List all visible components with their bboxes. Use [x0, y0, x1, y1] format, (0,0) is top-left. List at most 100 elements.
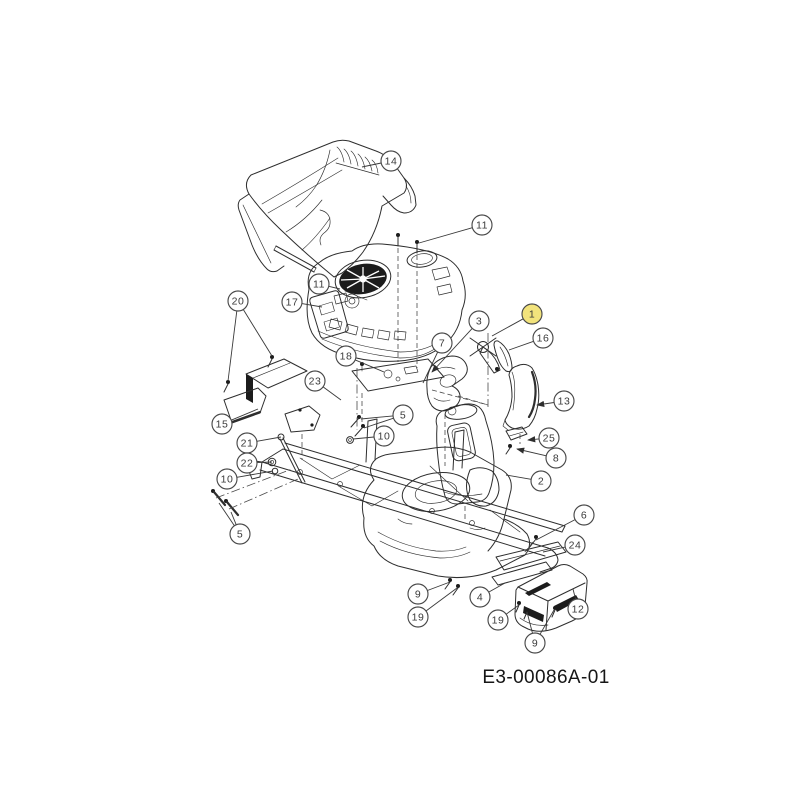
svg-text:11: 11	[313, 279, 325, 291]
svg-text:19: 19	[492, 615, 505, 627]
svg-text:11: 11	[476, 220, 488, 232]
svg-text:6: 6	[581, 510, 587, 522]
svg-text:15: 15	[216, 419, 229, 431]
callout-16[interactable]: 16	[532, 327, 554, 349]
svg-text:14: 14	[385, 156, 398, 168]
construction-lines	[215, 248, 534, 554]
leader-line-25	[527, 436, 540, 443]
leader-line-10	[236, 470, 274, 478]
leader-line-3	[431, 328, 473, 373]
side-panel-part	[502, 363, 540, 431]
callout-9[interactable]: 9	[407, 583, 429, 605]
mount-plate-small	[505, 426, 528, 455]
callout-1[interactable]: 1	[521, 303, 543, 325]
leader-line-20	[242, 309, 273, 357]
callout-22[interactable]: 22	[236, 452, 258, 474]
svg-text:7: 7	[439, 338, 445, 350]
leader-lines	[218, 162, 577, 635]
svg-text:16: 16	[537, 333, 550, 345]
leader-line-12	[572, 588, 577, 600]
callout-10[interactable]: 10	[373, 425, 395, 447]
callout-21[interactable]: 21	[236, 432, 258, 454]
callout-25[interactable]: 25	[538, 427, 560, 449]
svg-text:9: 9	[532, 638, 538, 650]
leader-line-19	[505, 604, 520, 615]
callout-2[interactable]: 2	[530, 470, 552, 492]
svg-text:4: 4	[477, 592, 483, 604]
callout-17[interactable]: 17	[281, 291, 303, 313]
callout-15[interactable]: 15	[211, 413, 233, 435]
svg-text:18: 18	[340, 351, 353, 363]
svg-text:5: 5	[237, 529, 243, 541]
callout-5[interactable]: 5	[392, 404, 414, 426]
callout-4[interactable]: 4	[469, 586, 491, 608]
callout-7[interactable]: 7	[431, 332, 453, 354]
leader-line-5	[218, 502, 235, 526]
svg-text:22: 22	[241, 458, 254, 470]
callout-3[interactable]: 3	[468, 310, 490, 332]
callout-6[interactable]: 6	[573, 504, 595, 526]
leader-line-21	[256, 436, 282, 442]
callout-11[interactable]: 11	[308, 273, 330, 295]
callout-24[interactable]: 24	[564, 534, 586, 556]
leader-line-17	[301, 303, 323, 308]
callout-23[interactable]: 23	[304, 370, 326, 392]
svg-text:8: 8	[553, 453, 559, 465]
small-plate	[284, 405, 321, 433]
svg-text:21: 21	[241, 438, 254, 450]
svg-text:12: 12	[572, 604, 585, 616]
svg-text:25: 25	[543, 433, 556, 445]
svg-text:17: 17	[286, 297, 299, 309]
console-part	[426, 355, 468, 412]
callout-11[interactable]: 11	[471, 214, 493, 236]
leader-line-15	[231, 408, 259, 421]
leader-line-16	[508, 340, 534, 351]
leader-line-9	[539, 609, 555, 635]
fender-platform	[361, 446, 531, 578]
leader-line-9	[427, 581, 451, 591]
svg-text:23: 23	[309, 376, 322, 388]
callout-12[interactable]: 12	[567, 598, 589, 620]
callout-9[interactable]: 9	[524, 632, 546, 654]
svg-text:5: 5	[400, 410, 406, 422]
leader-line-10	[352, 436, 375, 440]
leader-line-24	[542, 546, 566, 553]
engine-bracket-plate	[351, 358, 445, 392]
callout-10[interactable]: 10	[216, 468, 238, 490]
hood-part	[237, 139, 417, 278]
callout-18[interactable]: 18	[335, 345, 357, 367]
leader-line-22	[256, 461, 273, 464]
callout-5[interactable]: 5	[229, 523, 251, 545]
callout-19[interactable]: 19	[407, 606, 429, 628]
support-rod	[273, 245, 317, 273]
leader-line-14	[361, 162, 382, 168]
heat-shield-parts	[223, 355, 308, 424]
leader-line-7	[422, 351, 439, 384]
leader-line-8	[516, 447, 547, 457]
callout-8[interactable]: 8	[545, 447, 567, 469]
svg-text:24: 24	[569, 540, 582, 552]
callout-20[interactable]: 20	[227, 290, 249, 312]
drawing-number: E3-00086A-01	[482, 667, 609, 688]
svg-text:13: 13	[558, 396, 571, 408]
svg-text:3: 3	[476, 316, 482, 328]
lever-bracket-parts	[469, 337, 513, 374]
leader-line-6	[535, 519, 576, 541]
callout-13[interactable]: 13	[553, 390, 575, 412]
svg-text:10: 10	[378, 431, 391, 443]
leader-line-23	[322, 386, 342, 401]
leader-line-11	[328, 285, 341, 290]
leader-line-4	[488, 582, 506, 593]
leader-line-18	[355, 359, 385, 373]
svg-text:10: 10	[221, 474, 234, 486]
leader-line-5	[363, 417, 394, 429]
callout-14[interactable]: 14	[380, 150, 402, 172]
leader-line-11	[418, 227, 473, 244]
leader-line-9	[526, 611, 533, 634]
leader-line-1	[491, 318, 524, 337]
frame-assembly	[246, 418, 566, 573]
callout-19[interactable]: 19	[487, 609, 509, 631]
leader-line-13	[536, 400, 555, 408]
